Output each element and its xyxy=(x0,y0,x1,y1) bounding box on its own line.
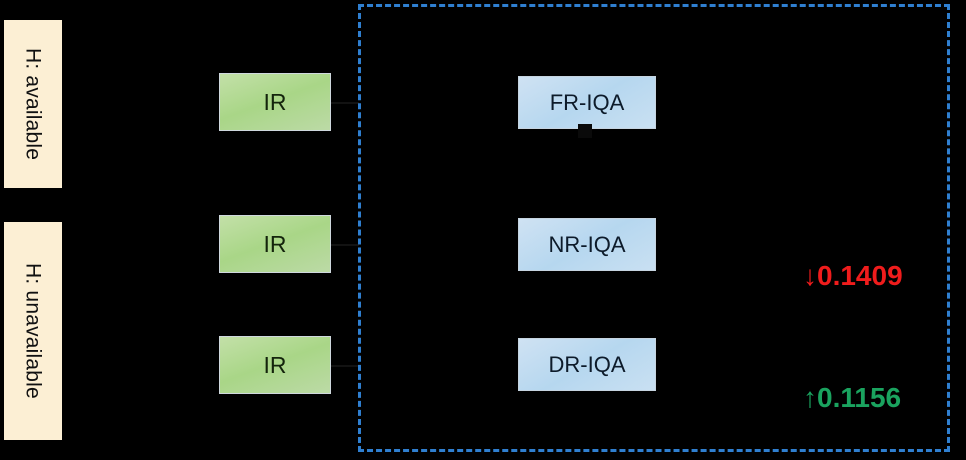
connector-ir-2 xyxy=(331,244,359,246)
metric-decrease: ↓0.1409 xyxy=(803,260,903,291)
arrow-down-icon xyxy=(578,124,592,138)
ir-box-2: IR xyxy=(219,215,331,273)
condition-label-unavailable: H: unavailable xyxy=(4,222,62,440)
metric-increase: ↑0.1156 xyxy=(803,382,902,413)
condition-label-available: H: available xyxy=(4,20,62,188)
iqa-box-nr: NR-IQA xyxy=(518,218,656,271)
ir-box-3: IR xyxy=(219,336,331,394)
connector-ir-1 xyxy=(331,102,359,104)
dashed-group-region xyxy=(358,4,950,452)
connector-ir-3 xyxy=(331,365,359,367)
iqa-box-dr: DR-IQA xyxy=(518,338,656,391)
iqa-box-fr: FR-IQA xyxy=(518,76,656,129)
ir-box-1: IR xyxy=(219,73,331,131)
